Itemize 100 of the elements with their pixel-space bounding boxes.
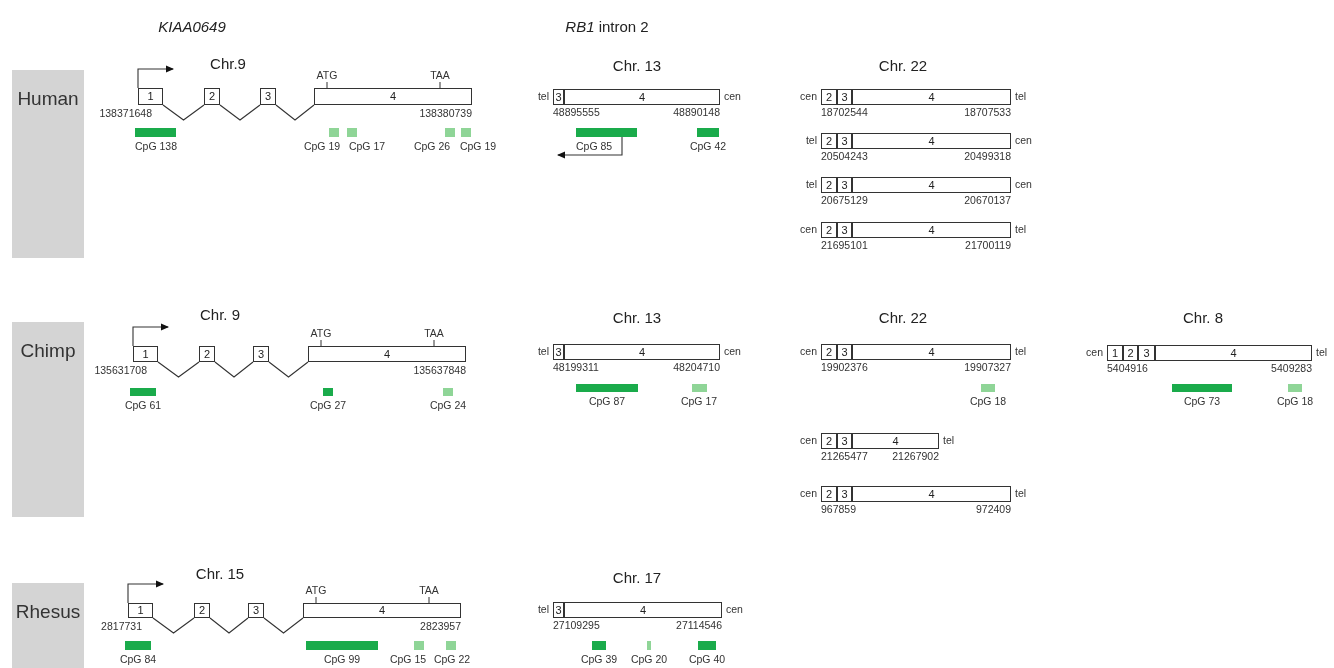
exon-box: 4 xyxy=(564,89,720,105)
exon-box: 3 xyxy=(837,433,852,449)
coordinate-label: tel xyxy=(943,434,955,446)
coordinate-label: 2823957 xyxy=(420,620,461,632)
exon-box: 4 xyxy=(852,433,939,449)
cpg-label: CpG 40 xyxy=(687,653,727,665)
exon-box: 4 xyxy=(852,177,1011,193)
arrow xyxy=(127,580,164,604)
coordinate-label: 48890148 xyxy=(673,106,720,118)
codon-label: ATG xyxy=(305,584,327,596)
exon-box: 4 xyxy=(564,602,722,618)
exon-box: 2 xyxy=(204,88,220,105)
coordinate-label: tel xyxy=(537,345,549,357)
coordinate-label: 27109295 xyxy=(553,619,600,631)
exon-box: 3 xyxy=(553,602,564,618)
exon-box: 2 xyxy=(821,344,837,360)
coordinate-label: tel xyxy=(1015,90,1027,102)
coordinate-label: 20675129 xyxy=(821,194,868,206)
cpg-label: CpG 17 xyxy=(347,140,387,152)
coordinate-label: tel xyxy=(1015,223,1027,235)
cpg-label: CpG 19 xyxy=(302,140,342,152)
coordinate-label: 19907327 xyxy=(964,361,1011,373)
exon-box: 4 xyxy=(852,222,1011,238)
cpg-label: CpG 84 xyxy=(118,653,158,665)
cpg-label: CpG 17 xyxy=(679,395,719,407)
coordinate-label: 20499318 xyxy=(964,150,1011,162)
chromosome-title: Chr.9 xyxy=(210,55,246,73)
cpg-label: CpG 22 xyxy=(432,653,472,665)
column-heading: RB1 intron 2 xyxy=(565,18,649,36)
coordinate-label: 20504243 xyxy=(821,150,868,162)
coordinate-label: 21265477 xyxy=(821,450,868,462)
coordinate-label: tel xyxy=(805,178,817,190)
cpg-label: CpG 18 xyxy=(1275,395,1315,407)
coordinate-label: cen xyxy=(724,345,741,357)
cpg-label: CpG 99 xyxy=(322,653,362,665)
coordinate-label: cen xyxy=(724,90,741,102)
exon-box: 4 xyxy=(303,603,461,618)
chromosome-title: Chr. 9 xyxy=(200,306,240,324)
intron-line xyxy=(219,104,261,121)
codon-label: TAA xyxy=(424,327,444,339)
column-heading: KIAA0649 xyxy=(158,18,226,36)
chromosome-title: Chr. 13 xyxy=(612,57,662,75)
exon-box: 1 xyxy=(138,88,163,105)
codon-label: ATG xyxy=(316,69,338,81)
chromosome-title: Chr. 13 xyxy=(612,309,662,327)
coordinate-label: 20670137 xyxy=(964,194,1011,206)
intron-line xyxy=(157,361,200,378)
intron-line xyxy=(214,361,254,378)
coordinate-label: 138371648 xyxy=(99,107,152,119)
chromosome-title: Chr. 22 xyxy=(878,309,928,327)
coordinate-label: 21267902 xyxy=(892,450,939,462)
codon-label: ATG xyxy=(310,327,332,339)
coordinate-label: 138380739 xyxy=(419,107,472,119)
exon-box: 3 xyxy=(837,89,852,105)
coordinate-label: 48895555 xyxy=(553,106,600,118)
exon-box: 4 xyxy=(564,344,720,360)
coordinate-label: 48204710 xyxy=(673,361,720,373)
coordinate-label: cen xyxy=(800,223,817,235)
exon-box: 2 xyxy=(821,222,837,238)
exon-box: 3 xyxy=(837,222,852,238)
coordinate-label: 5409283 xyxy=(1271,362,1312,374)
coordinate-label: cen xyxy=(726,603,743,615)
coordinate-label: 18707533 xyxy=(964,106,1011,118)
exon-box: 3 xyxy=(837,486,852,502)
cpg-label: CpG 87 xyxy=(587,395,627,407)
coordinate-label: 18702544 xyxy=(821,106,868,118)
exon-box: 3 xyxy=(260,88,276,105)
cpg-label: CpG 19 xyxy=(458,140,498,152)
cpg-label: CpG 24 xyxy=(428,399,468,411)
cpg-label: CpG 85 xyxy=(576,140,614,152)
exon-box: 4 xyxy=(852,344,1011,360)
species-label: Chimp xyxy=(19,340,77,362)
exon-box: 2 xyxy=(194,603,210,618)
arrow xyxy=(137,65,174,89)
coordinate-label: 21700119 xyxy=(965,239,1011,251)
intron-line xyxy=(152,617,195,634)
exon-box: 2 xyxy=(821,433,837,449)
arrow xyxy=(557,136,623,159)
species-label: Human xyxy=(16,88,80,110)
exon-box: 3 xyxy=(553,344,564,360)
exon-box: 4 xyxy=(852,89,1011,105)
species-band xyxy=(12,583,84,668)
exon-box: 3 xyxy=(1138,345,1155,361)
exon-box: 3 xyxy=(248,603,264,618)
coordinate-label: cen xyxy=(1015,178,1032,190)
cpg-label: CpG 42 xyxy=(688,140,728,152)
coordinate-label: tel xyxy=(805,134,817,146)
species-band xyxy=(12,322,84,517)
coordinate-label: tel xyxy=(537,90,549,102)
exon-box: 1 xyxy=(1107,345,1123,361)
exon-box: 4 xyxy=(852,133,1011,149)
cpg-label: CpG 39 xyxy=(579,653,619,665)
coordinate-label: 48199311 xyxy=(553,361,599,373)
exon-box: 1 xyxy=(133,346,158,362)
arrow xyxy=(132,323,169,347)
exon-box: 4 xyxy=(1155,345,1312,361)
chromosome-title: Chr. 17 xyxy=(612,569,662,587)
coordinate-label: 5404916 xyxy=(1107,362,1148,374)
intron-line xyxy=(209,617,249,634)
coordinate-label: 967859 xyxy=(821,503,857,515)
